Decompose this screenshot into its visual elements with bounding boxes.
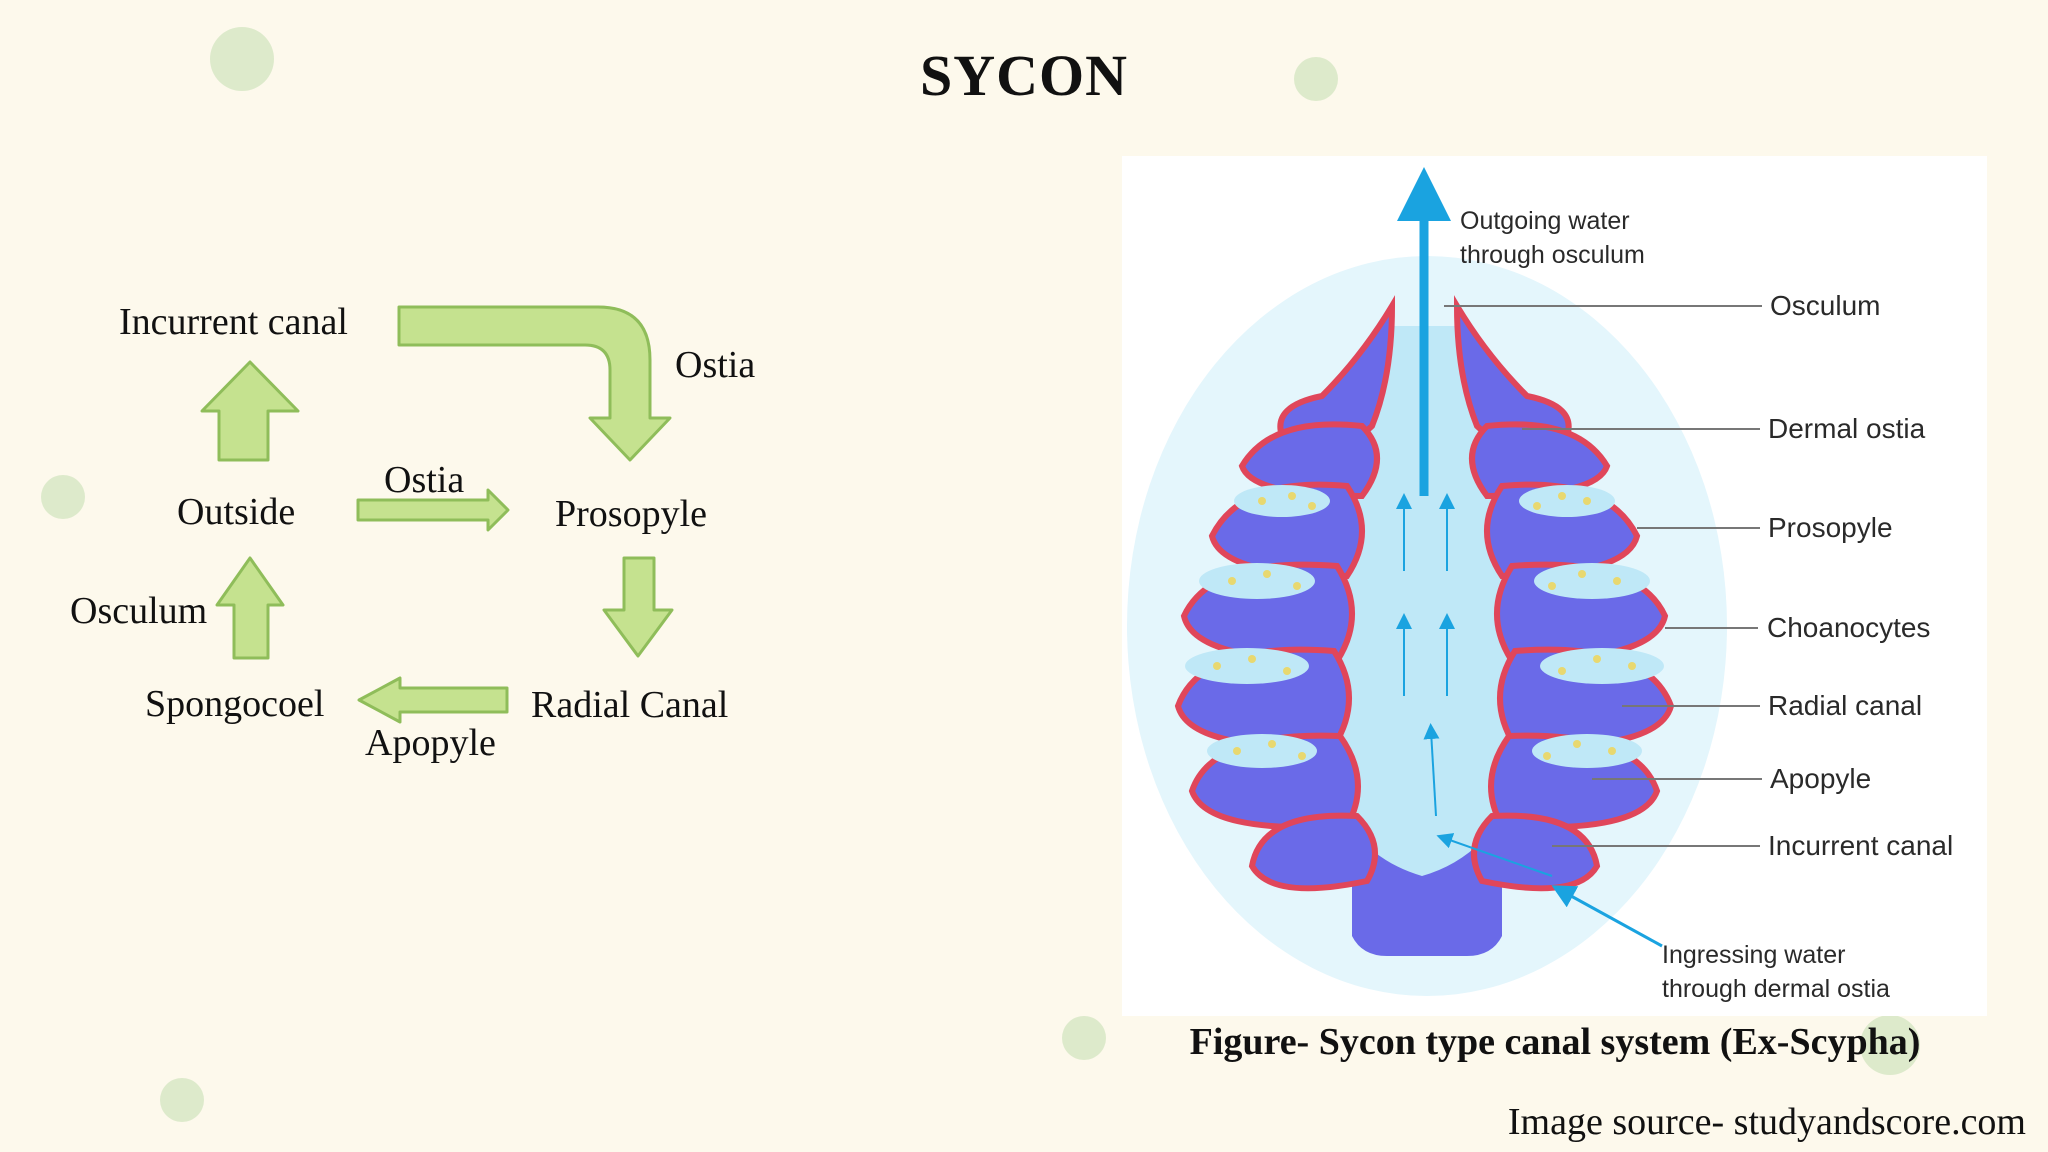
- arrow-outside-to-prosopyle: [356, 488, 510, 532]
- figure-label-apopyle: Apopyle: [1770, 763, 1872, 794]
- edge-label-apopyle: Apopyle: [365, 722, 496, 764]
- sycon-figure: Outgoing water through osculum Osculum D…: [1122, 156, 1987, 1016]
- sponge-base: [1352, 846, 1502, 956]
- figure-caption: Figure- Sycon type canal system (Ex-Scyp…: [1189, 1021, 1921, 1063]
- node-spongocoel: Spongocoel: [145, 683, 325, 725]
- figure-label-prosopyle: Prosopyle: [1768, 512, 1893, 543]
- edge-label-osculum: Osculum: [70, 590, 208, 632]
- choanocytes: [1213, 492, 1636, 760]
- node-radial-canal: Radial Canal: [531, 684, 729, 726]
- page-title: SYCON: [919, 43, 1129, 108]
- sycon-diagram: [1127, 167, 1762, 996]
- decorative-dot: [41, 475, 85, 519]
- node-incurrent-canal: Incurrent canal: [119, 301, 348, 343]
- decorative-dot: [210, 27, 274, 91]
- canal-flowchart: [200, 305, 674, 724]
- arrow-outside-to-incurrent: [200, 360, 300, 462]
- leader-lines: [1444, 305, 1762, 847]
- edge-label-ostia: Ostia: [384, 459, 465, 501]
- edge-label-ostia: Ostia: [675, 344, 756, 386]
- decorative-dot: [1860, 1015, 1920, 1075]
- figure-label-radial-canal: Radial canal: [1768, 690, 1923, 721]
- arrow-radial-to-spongocoel: [357, 676, 509, 724]
- arrow-incurrent-to-prosopyle: [397, 305, 672, 462]
- radial-canals: [1185, 485, 1664, 768]
- node-outside: Outside: [177, 491, 296, 533]
- figure-label-ingressing-water: Ingressing water through dermal ostia: [1662, 941, 1890, 1003]
- ingressing-water-arrow: [1551, 885, 1663, 948]
- arrow-prosopyle-to-radial: [602, 556, 674, 658]
- decorative-dot: [1294, 57, 1338, 101]
- figure-label-outgoing-water: Outgoing water through osculum: [1460, 207, 1645, 269]
- figure-label-choanocytes: Choanocytes: [1767, 612, 1931, 643]
- decorative-dot: [1062, 1016, 1106, 1060]
- decorative-dot: [160, 1078, 204, 1122]
- figure-label-dermal-ostia: Dermal ostia: [1768, 413, 1926, 444]
- water-flow-arrows: [1396, 493, 1455, 817]
- node-prosopyle: Prosopyle: [555, 493, 707, 535]
- figure-label-osculum: Osculum: [1770, 290, 1881, 321]
- figure-label-incurrent-canal: Incurrent canal: [1768, 830, 1954, 861]
- arrow-spongocoel-to-outside: [215, 556, 285, 660]
- ingressing-water-arrow-2: [1436, 833, 1553, 877]
- image-source: Image source- studyandscore.com: [1507, 1101, 2026, 1143]
